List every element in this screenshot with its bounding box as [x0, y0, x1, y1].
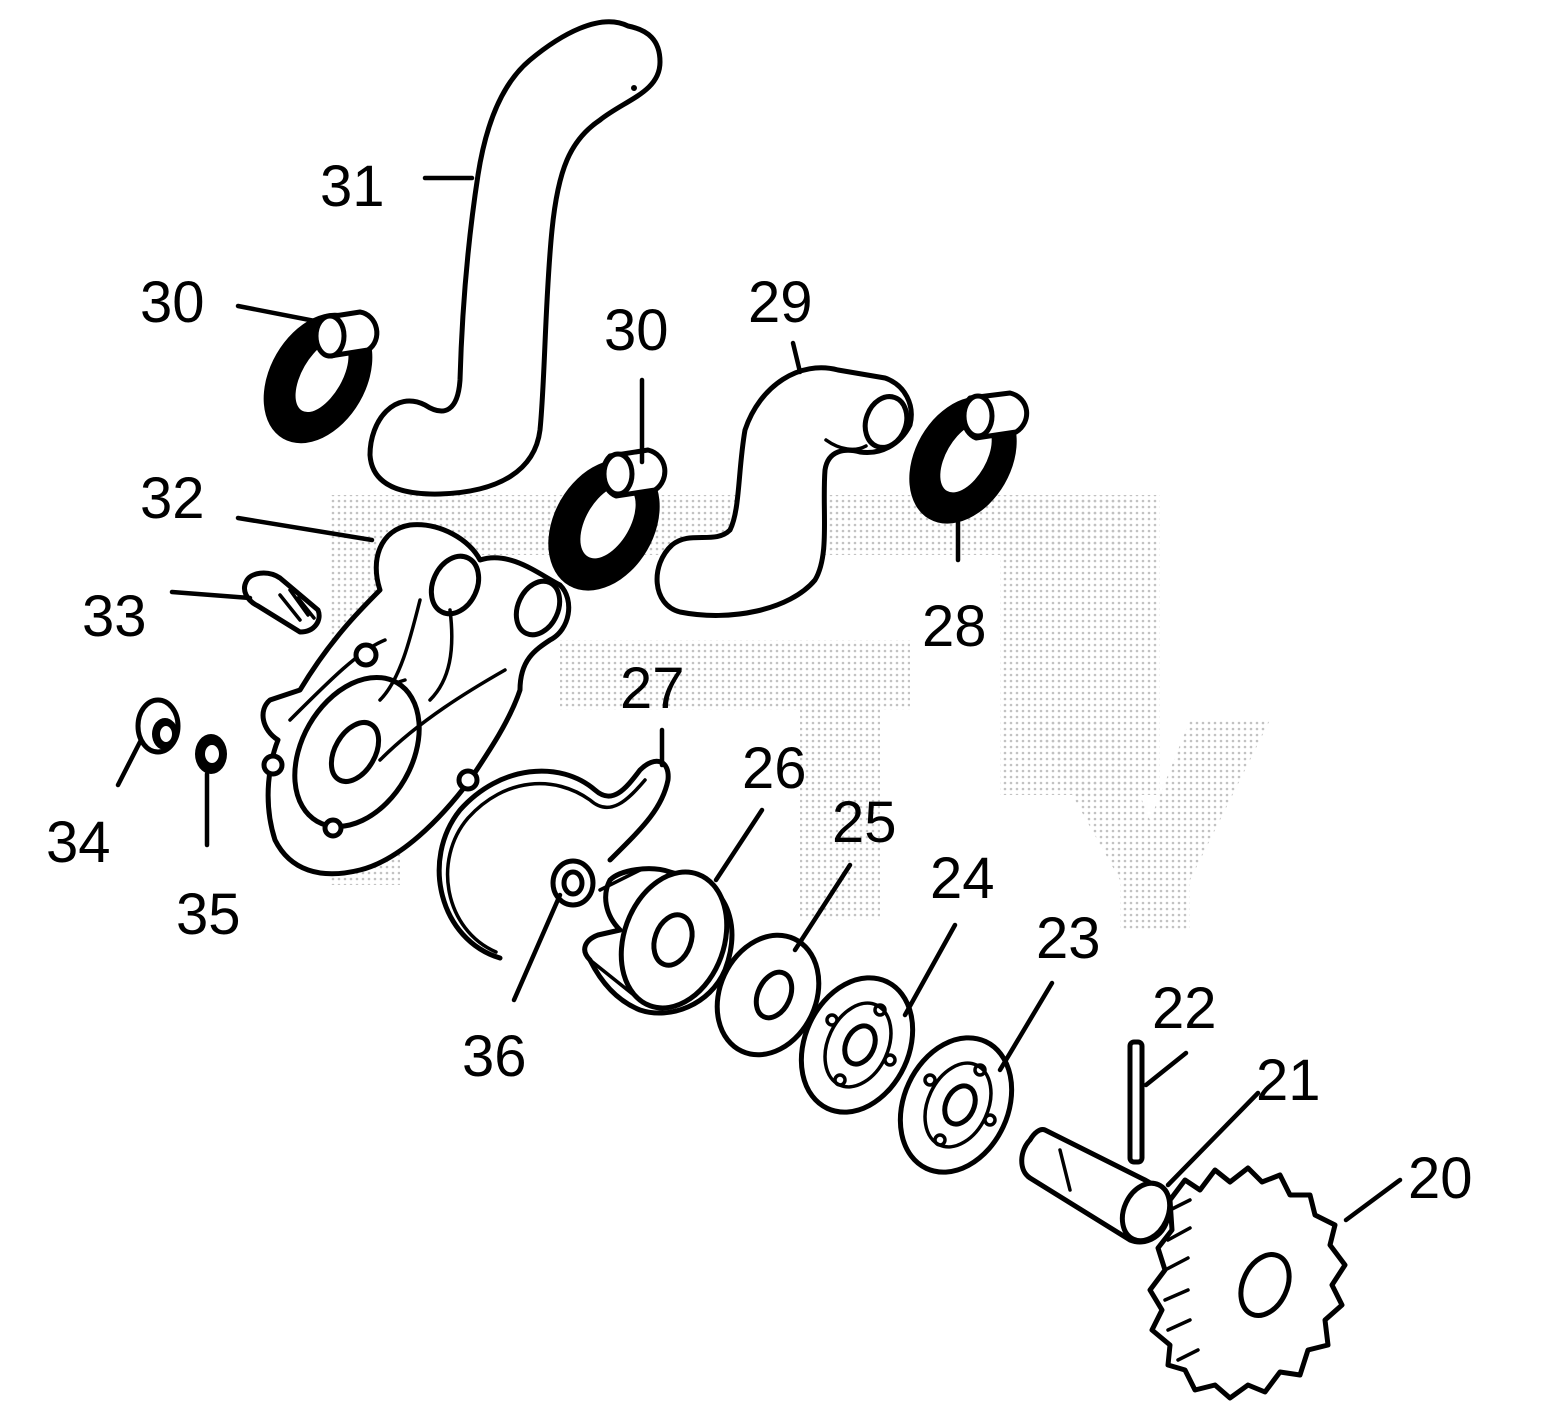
label-33: 33 [82, 584, 147, 649]
part-35-washer [195, 734, 227, 774]
label-35: 35 [176, 882, 241, 947]
callout-lines [115, 175, 1403, 1223]
label-36: 36 [462, 1024, 527, 1089]
part-30-clamp-middle [548, 447, 668, 591]
label-20: 20 [1408, 1146, 1473, 1211]
label-27: 27 [620, 656, 685, 721]
part-33-bolt [242, 570, 322, 635]
label-34: 34 [46, 810, 111, 875]
part-21-shaft [1019, 1127, 1173, 1245]
label-24: 24 [930, 846, 995, 911]
label-21: 21 [1256, 1048, 1321, 1113]
part-27-gasket [436, 758, 671, 961]
label-28: 28 [922, 594, 987, 659]
label-26: 26 [742, 736, 807, 801]
part-24-bearing [798, 975, 916, 1115]
part-36-o-ring [550, 858, 596, 908]
label-29: 29 [748, 270, 813, 335]
label-30-left: 30 [140, 270, 205, 335]
callout-numbers: 31 30 30 29 28 32 33 34 35 27 26 25 24 2… [46, 154, 1473, 1211]
part-31-hose [367, 19, 663, 497]
part-20-gear [1147, 1165, 1348, 1401]
part-28-clamp [909, 390, 1029, 524]
label-31: 31 [320, 154, 385, 219]
part-22-pin [1127, 1039, 1145, 1165]
part-26-impeller [582, 866, 735, 1016]
label-25: 25 [832, 790, 897, 855]
label-22: 22 [1152, 976, 1217, 1041]
part-34-nut [135, 697, 181, 755]
label-30-middle: 30 [604, 298, 669, 363]
part-30-clamp-left [263, 309, 380, 444]
label-32: 32 [140, 466, 205, 531]
part-29-hose [654, 365, 914, 618]
part-32-pump-housing [260, 522, 572, 877]
part-23-bearing [897, 1035, 1015, 1175]
label-23: 23 [1036, 906, 1101, 971]
